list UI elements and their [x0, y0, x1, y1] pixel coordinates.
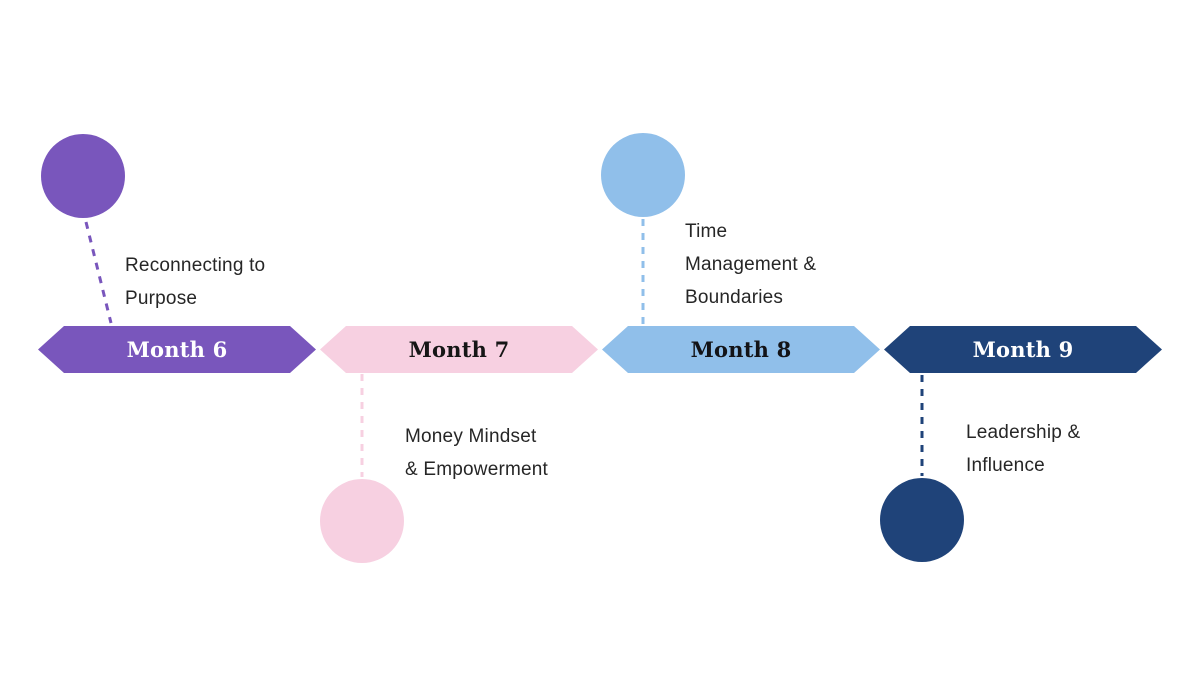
description-month-9: Leadership & Influence	[966, 416, 1080, 482]
month-label-6: Month 6	[126, 337, 228, 362]
description-month-7: Money Mindset & Empowerment	[405, 420, 548, 486]
description-line: Leadership &	[966, 422, 1081, 443]
milestone-dot-month-6	[41, 134, 125, 218]
month-bar-9: Month 9	[884, 326, 1162, 373]
month-bar-8: Month 8	[602, 326, 880, 373]
description-line: Purpose	[125, 288, 198, 309]
description-line: Money Mindset	[405, 426, 537, 447]
description-line: Management &	[685, 254, 817, 275]
description-line: & Empowerment	[405, 459, 549, 480]
description-month-8: Time Management & Boundaries	[685, 215, 816, 314]
month-label-9: Month 9	[972, 337, 1074, 362]
description-line: Reconnecting to	[125, 255, 266, 276]
connector-month-6	[84, 221, 113, 324]
description-line: Influence	[966, 455, 1045, 476]
milestone-dot-month-7	[320, 479, 404, 563]
milestone-dot-month-9	[880, 478, 964, 562]
milestone-dot-month-8	[601, 133, 685, 217]
description-line: Boundaries	[685, 287, 784, 308]
month-label-7: Month 7	[408, 337, 510, 362]
month-bar-7: Month 7	[320, 326, 598, 373]
month-label-8: Month 8	[690, 337, 792, 362]
description-month-6: Reconnecting to Purpose	[125, 249, 265, 315]
description-line: Time	[685, 221, 728, 242]
month-bar-6: Month 6	[38, 326, 316, 373]
